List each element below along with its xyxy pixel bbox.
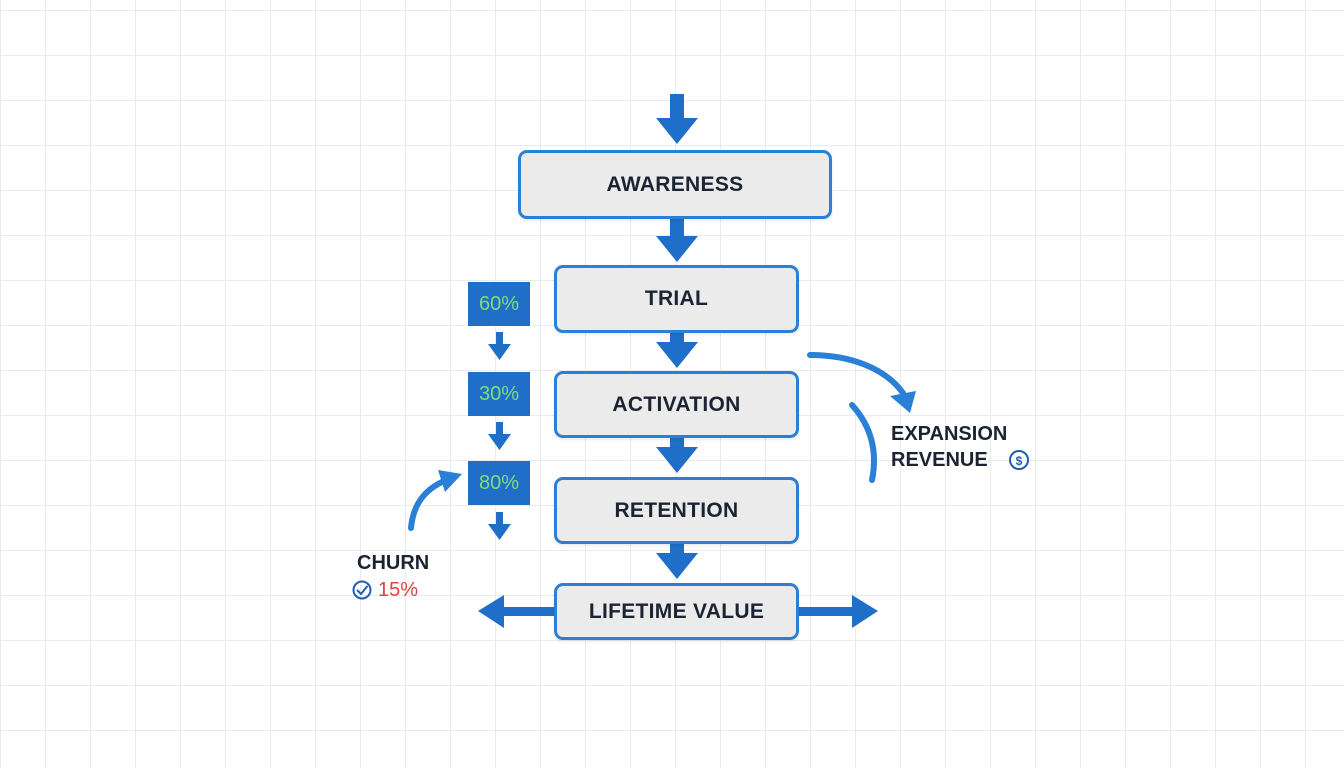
expansion-label-line2: REVENUE bbox=[891, 449, 988, 471]
churn-curve-arrow-icon bbox=[408, 470, 462, 531]
stage-activation: ACTIVATION bbox=[554, 371, 799, 438]
conversion-rate-value: 30% bbox=[478, 382, 520, 405]
arrow-rate-3-icon bbox=[488, 512, 511, 540]
stage-retention: RETENTION bbox=[554, 477, 799, 544]
expansion-curve-arrow-top-icon bbox=[807, 352, 916, 413]
stage-lifetime-value: LIFETIME VALUE bbox=[554, 583, 799, 640]
expansion-label-line1: EXPANSION bbox=[891, 423, 1008, 445]
stage-label: LIFETIME VALUE bbox=[588, 599, 765, 623]
stage-label: AWARENESS bbox=[606, 172, 744, 196]
churn-label: CHURN bbox=[357, 552, 430, 574]
stage-label: RETENTION bbox=[614, 498, 739, 522]
arrow-awareness-trial-icon bbox=[656, 218, 698, 262]
stage-label: TRIAL bbox=[644, 287, 709, 310]
stage-trial: TRIAL bbox=[554, 265, 799, 333]
arrow-activation-retention-icon bbox=[656, 437, 698, 473]
svg-text:$: $ bbox=[1016, 454, 1023, 468]
conversion-rate-badge: 80% bbox=[468, 461, 530, 505]
arrow-trial-activation-icon bbox=[656, 332, 698, 368]
arrow-rate-2-icon bbox=[488, 422, 511, 450]
conversion-rate-badge: 30% bbox=[468, 372, 530, 416]
conversion-rate-value: 60% bbox=[478, 292, 520, 315]
conversion-rate-badge: 60% bbox=[468, 282, 530, 326]
check-circle-icon bbox=[352, 580, 372, 600]
conversion-rate-value: 80% bbox=[478, 471, 520, 494]
arrow-ltv-right-icon bbox=[797, 595, 878, 628]
churn-value: 15% bbox=[378, 579, 419, 601]
dollar-circle-icon: $ bbox=[1009, 450, 1029, 470]
arrow-rate-1-icon bbox=[488, 332, 511, 360]
arrow-retention-ltv-icon bbox=[656, 543, 698, 579]
arrow-entry-icon bbox=[656, 94, 698, 144]
stage-awareness: AWARENESS bbox=[518, 150, 832, 219]
expansion-curve-line-bottom-icon bbox=[849, 402, 877, 483]
stage-label: ACTIVATION bbox=[612, 392, 741, 416]
arrow-ltv-left-icon bbox=[478, 595, 556, 628]
